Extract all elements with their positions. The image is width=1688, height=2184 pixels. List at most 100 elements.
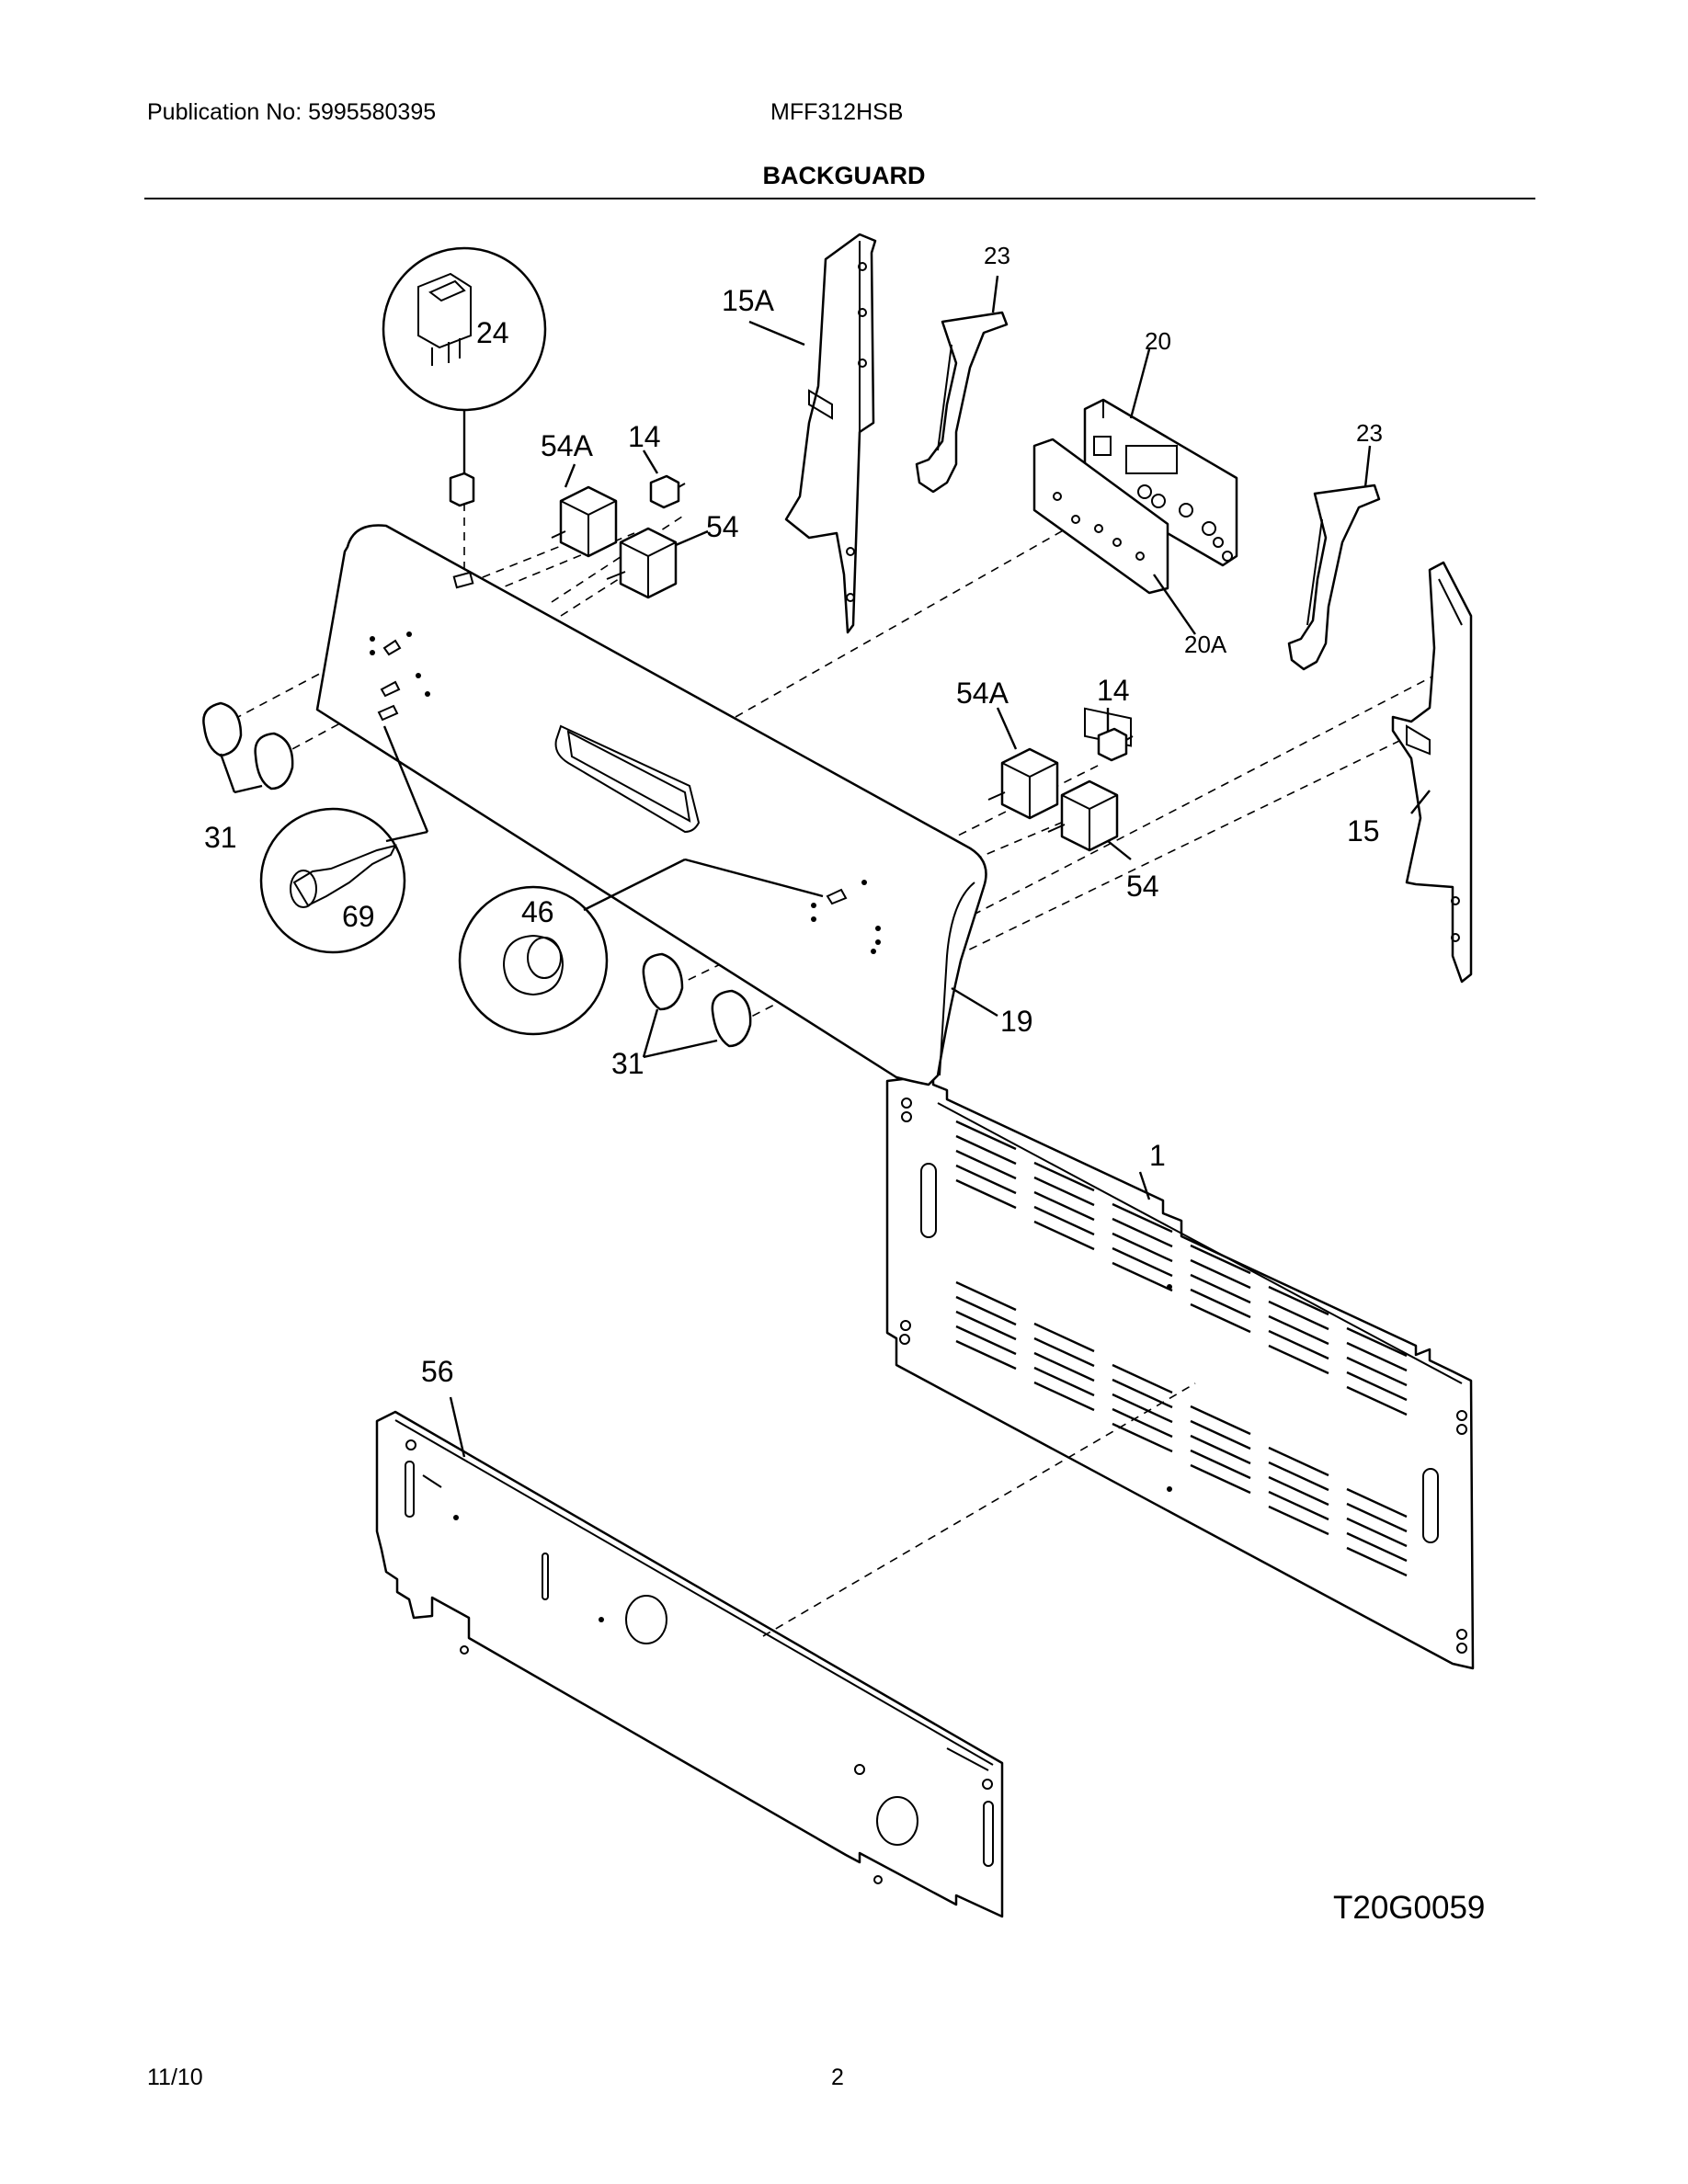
louver-slot xyxy=(1346,1326,1408,1358)
louver-slot xyxy=(1190,1288,1251,1319)
part-54a-switch-lower xyxy=(987,747,1059,820)
callout-31-right: 31 xyxy=(611,1047,644,1080)
callout-14-lower: 14 xyxy=(1097,674,1130,707)
louver-slot xyxy=(1268,1446,1329,1477)
louver-slot xyxy=(1190,1405,1251,1436)
callout-56: 56 xyxy=(421,1355,454,1388)
footer-date: 11/10 xyxy=(147,2065,203,2090)
louver-slot xyxy=(1346,1531,1408,1563)
louver-slot xyxy=(1033,1381,1095,1412)
part-31-knobs-right xyxy=(642,952,752,1048)
louver-slot xyxy=(1346,1517,1408,1548)
louver-slot xyxy=(1112,1202,1173,1234)
louver-slot xyxy=(1033,1220,1095,1251)
header-rule xyxy=(144,198,1535,199)
callout-24: 24 xyxy=(476,316,509,349)
louver-slot xyxy=(1112,1393,1173,1424)
section-title: BACKGUARD xyxy=(762,162,926,189)
louver-slot xyxy=(1190,1463,1251,1495)
part-14-switch-upper xyxy=(649,474,686,509)
louver-slot xyxy=(1190,1258,1251,1290)
louver-slot xyxy=(955,1325,1017,1356)
louver-slot xyxy=(955,1120,1017,1151)
louver-slot xyxy=(955,1134,1017,1166)
louver-slot xyxy=(1346,1356,1408,1387)
callout-54a-upper: 54A xyxy=(541,429,594,462)
part-46-bushing xyxy=(458,858,824,1036)
callout-54-lower: 54 xyxy=(1126,870,1159,903)
louver-slot xyxy=(1346,1385,1408,1416)
louver-slot xyxy=(1268,1300,1329,1331)
louver-slot xyxy=(1033,1322,1095,1353)
part-54-switch-lower xyxy=(1047,779,1119,852)
louver-slot xyxy=(1112,1363,1173,1394)
part-23-clip-lower xyxy=(1287,483,1381,671)
louver-slot xyxy=(1346,1502,1408,1533)
callout-20a: 20A xyxy=(1184,631,1227,658)
callout-23-upper: 23 xyxy=(984,242,1010,269)
louver-slot xyxy=(1033,1366,1095,1397)
louver-slot xyxy=(1033,1161,1095,1192)
louver-slot xyxy=(1268,1314,1329,1346)
callout-20: 20 xyxy=(1145,327,1171,355)
callout-54a-lower: 54A xyxy=(956,677,1009,710)
louver-slot xyxy=(1033,1205,1095,1236)
part-19-control-panel xyxy=(315,524,987,1086)
louver-slot xyxy=(955,1339,1017,1371)
louver-slot xyxy=(1190,1302,1251,1334)
louver-slot xyxy=(1346,1546,1408,1577)
callout-labels: 23 15A 20 23 24 54A 14 54 20A 54A 14 54 … xyxy=(204,242,1383,1388)
louver-slot xyxy=(1033,1176,1095,1207)
part-14-switch-lower xyxy=(1097,727,1134,762)
louver-slot xyxy=(1268,1329,1329,1360)
callout-15a: 15A xyxy=(722,284,775,317)
louver-slot xyxy=(955,1164,1017,1195)
louver-slot xyxy=(1190,1419,1251,1450)
louver-slot xyxy=(955,1280,1017,1312)
part-31-knobs-left xyxy=(202,701,294,791)
part-15-right-bracket xyxy=(1391,561,1473,984)
louver-slot xyxy=(1268,1475,1329,1507)
louver-slot xyxy=(1346,1487,1408,1519)
louver-slot xyxy=(1033,1351,1095,1382)
louver-slot xyxy=(1268,1505,1329,1536)
callout-15: 15 xyxy=(1347,814,1380,847)
callout-46: 46 xyxy=(521,895,554,928)
louver-slot xyxy=(1346,1341,1408,1372)
louver-slot xyxy=(1112,1246,1173,1278)
publication-number: Publication No: 5995580395 xyxy=(147,99,437,125)
callout-14-upper: 14 xyxy=(628,420,661,453)
louver-slot xyxy=(1112,1217,1173,1248)
part-56-lower-panel xyxy=(375,1410,1004,1918)
louver-slot xyxy=(1190,1434,1251,1465)
part-24-rocker-switch xyxy=(382,246,547,507)
diagram-code: T20G0059 xyxy=(1333,1890,1486,1926)
louver-slot xyxy=(1346,1371,1408,1402)
louver-slot xyxy=(1190,1244,1251,1275)
part-15a-left-bracket xyxy=(784,233,877,634)
louver-slot xyxy=(1112,1232,1173,1263)
louver-slot xyxy=(1033,1337,1095,1368)
louver-slot xyxy=(1112,1422,1173,1453)
callout-23-lower: 23 xyxy=(1356,419,1383,447)
louver-slot xyxy=(1268,1285,1329,1316)
louver-slot xyxy=(1190,1449,1251,1480)
louver-slot xyxy=(1112,1407,1173,1439)
model-number: MFF312HSB xyxy=(770,99,904,125)
callout-1: 1 xyxy=(1149,1139,1166,1172)
louver-slot xyxy=(1190,1273,1251,1304)
louver-slot xyxy=(1268,1490,1329,1521)
page-number: 2 xyxy=(831,2065,844,2090)
callout-31-left: 31 xyxy=(204,821,237,854)
part-1-rear-panel xyxy=(885,1074,1475,1670)
callout-69: 69 xyxy=(342,900,375,933)
callout-19: 19 xyxy=(1000,1005,1033,1038)
louver-slot xyxy=(955,1295,1017,1326)
part-23-clip-upper xyxy=(915,311,1009,494)
louver-slot xyxy=(1268,1344,1329,1375)
louver-slot xyxy=(955,1310,1017,1341)
part-69-screw xyxy=(259,725,429,954)
callout-leaders xyxy=(219,275,1431,1458)
part-54-switch-upper xyxy=(606,527,678,599)
